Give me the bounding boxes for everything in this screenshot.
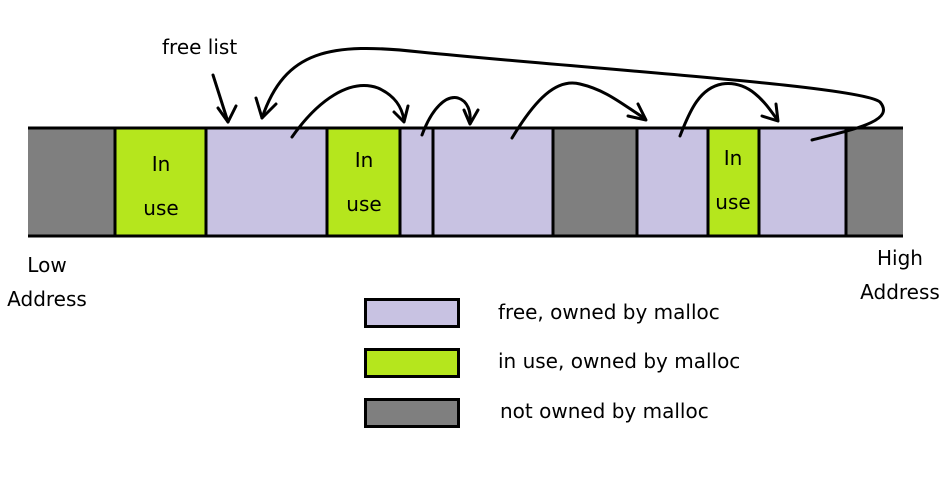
free-link-arrow-1 [290, 84, 406, 139]
heap-block-free [637, 128, 708, 236]
free-list-pointer-arrowhead [216, 104, 238, 124]
in-use-label-2: In use [328, 138, 400, 226]
low-address-line-2: Address [7, 287, 87, 311]
in-use-label-1-line-2: use [143, 196, 179, 220]
low-address-line-1: Low [27, 253, 67, 277]
heap-block-not-owned [553, 128, 637, 236]
heap-blocks [28, 126, 903, 238]
heap-block-in-use [327, 128, 400, 236]
heap-block-free [206, 128, 327, 236]
free-link-arrow-3-head [626, 102, 648, 122]
free-link-arrow-4-head [760, 102, 780, 123]
free-link-wrap-arrow [260, 46, 885, 142]
in-use-label-1: In use [116, 142, 206, 230]
in-use-label-2-line-1: In [354, 148, 374, 172]
high-address-label: High Address [856, 241, 944, 309]
high-address-line-1: High [877, 246, 923, 270]
free-link-arrow-3 [510, 81, 646, 140]
legend-label-not-owned: not owned by malloc [500, 399, 709, 423]
in-use-label-3-line-1: In [723, 146, 743, 170]
free-link-arrow-2-head [462, 108, 480, 126]
free-link-arrow-2 [420, 96, 472, 137]
free-link-arrow-1-head [392, 104, 410, 124]
legend-label-free: free, owned by malloc [498, 300, 720, 324]
heap-block-free [759, 128, 846, 236]
heap-block-in-use [115, 128, 206, 236]
legend-label-in-use: in use, owned by malloc [498, 349, 741, 373]
heap-block-in-use [708, 128, 759, 236]
legend-swatch-free [364, 298, 460, 328]
in-use-label-3-line-2: use [715, 190, 751, 214]
legend-swatch-not-owned [364, 398, 460, 428]
free-link-arrow-4 [678, 82, 778, 138]
free-list-label: free list [162, 35, 238, 59]
high-address-line-2: Address [860, 280, 940, 304]
in-use-label-3: In use [708, 136, 758, 224]
heap-block-free [433, 128, 553, 236]
heap-block-free [400, 128, 433, 236]
heap-block-not-owned [28, 128, 115, 236]
low-address-label: Low Address [4, 248, 90, 316]
heap-block-not-owned [846, 128, 903, 236]
free-list-arrows [211, 46, 885, 142]
in-use-label-1-line-1: In [151, 152, 171, 176]
in-use-label-2-line-2: use [346, 192, 382, 216]
legend-swatch-in-use [364, 348, 460, 378]
free-list-pointer-arrow [211, 73, 230, 124]
free-link-wrap-arrowhead [254, 96, 278, 120]
